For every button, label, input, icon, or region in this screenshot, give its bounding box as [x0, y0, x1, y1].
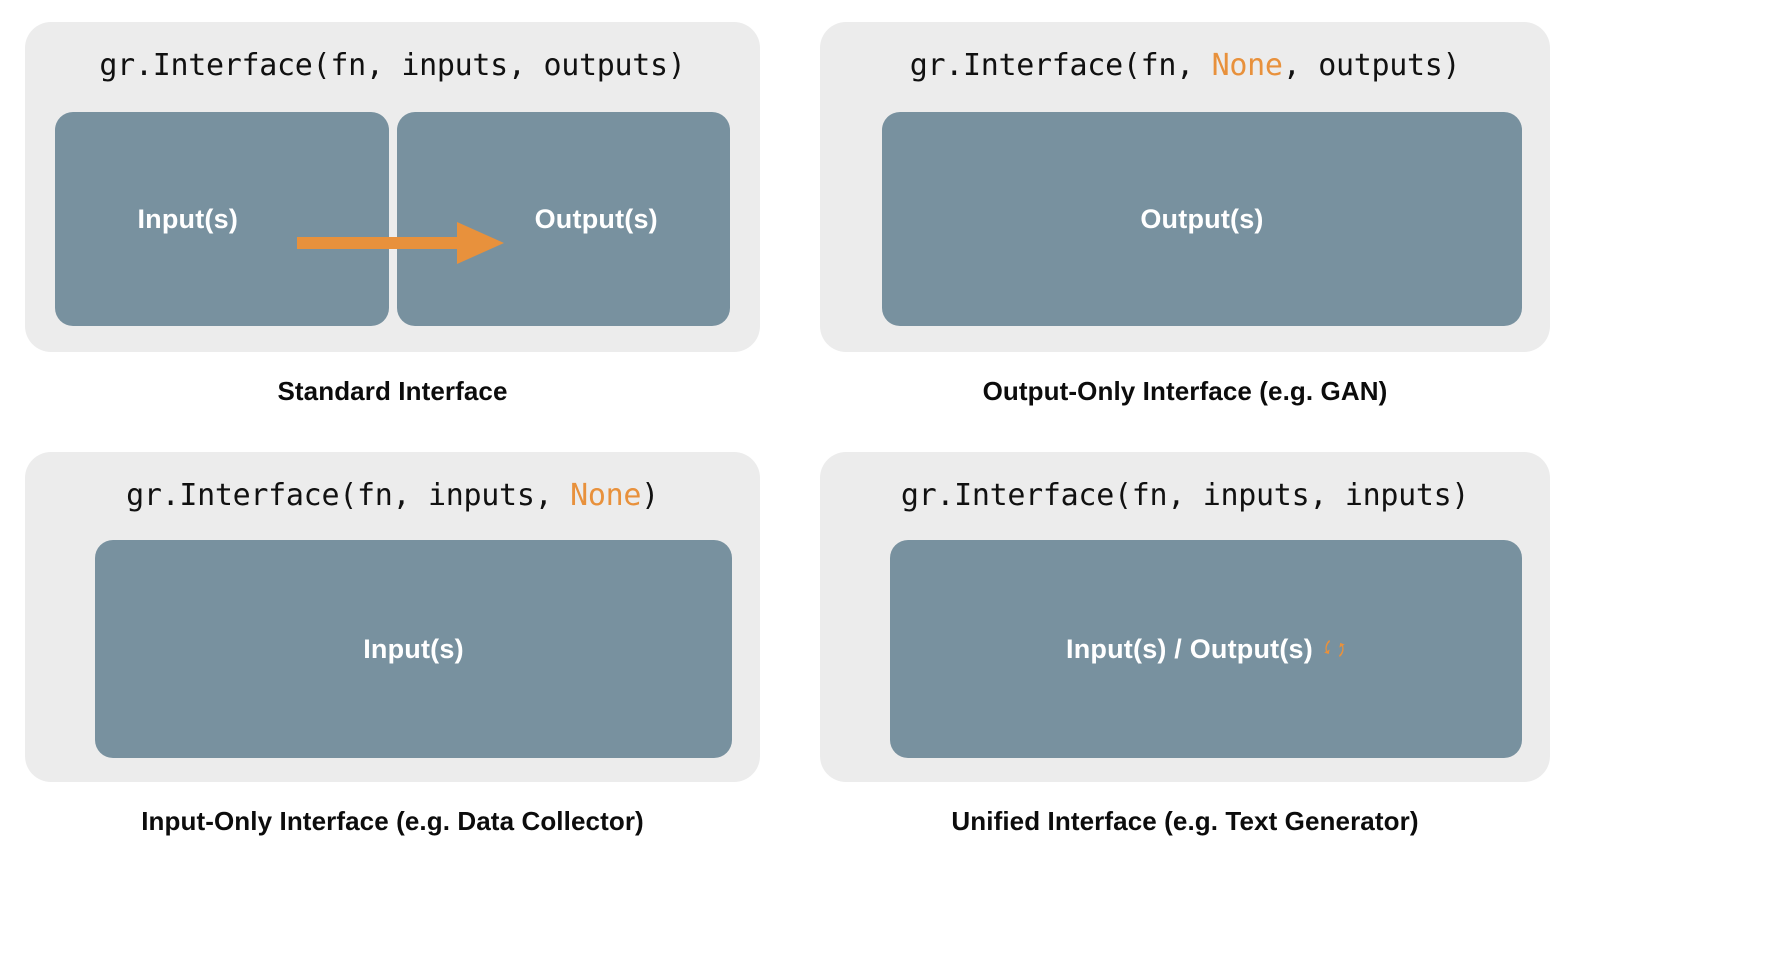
code-signature: gr.Interface(fn, inputs, outputs): [25, 22, 760, 81]
io-box-group: Input(s) / Output(s): [890, 540, 1522, 758]
input-box[interactable]: Input(s): [55, 112, 389, 326]
sync-icon: [1324, 639, 1345, 657]
input-box-label: Input(s): [363, 633, 464, 664]
unified-io-box[interactable]: Input(s) / Output(s): [890, 540, 1522, 758]
panel-output-only-interface: gr.Interface(fn, None, outputs) Output(s…: [820, 22, 1550, 407]
code-signature: gr.Interface(fn, None, outputs): [820, 22, 1550, 81]
code-highlight: None: [1211, 48, 1283, 83]
code-signature: gr.Interface(fn, inputs, None): [25, 452, 760, 511]
code-part-1: gr.Interface(fn, inputs, inputs): [900, 478, 1470, 513]
code-part-2: ): [641, 478, 659, 513]
panel-caption: Input-Only Interface (e.g. Data Collecto…: [141, 806, 644, 836]
output-box[interactable]: Output(s): [396, 112, 730, 326]
panel-caption: Output-Only Interface (e.g. GAN): [982, 376, 1388, 406]
code-part-1: gr.Interface(fn, inputs, outputs): [99, 48, 686, 83]
panel-standard-interface: gr.Interface(fn, inputs, outputs) Input(…: [25, 22, 760, 407]
panel-caption: Unified Interface (e.g. Text Generator): [951, 806, 1419, 836]
panel-card: gr.Interface(fn, None, outputs) Output(s…: [820, 22, 1550, 352]
io-box-group: Output(s): [882, 112, 1522, 326]
code-part-2: , outputs): [1282, 48, 1461, 83]
unified-io-box-text: Input(s) / Output(s): [1066, 633, 1313, 664]
input-box-label: Input(s): [137, 203, 239, 234]
output-box[interactable]: Output(s): [882, 112, 1522, 326]
input-box[interactable]: Input(s): [95, 540, 732, 758]
unified-io-box-label: Input(s) / Output(s): [1066, 634, 1346, 665]
output-box-label: Output(s): [534, 203, 658, 234]
panel-input-only-interface: gr.Interface(fn, inputs, None) Input(s) …: [25, 452, 760, 837]
output-box-label: Output(s): [1140, 203, 1264, 234]
panel-unified-interface: gr.Interface(fn, inputs, inputs) Input(s…: [820, 452, 1550, 837]
code-part-1: gr.Interface(fn,: [909, 48, 1212, 83]
io-box-group: Input(s) Output(s): [55, 112, 730, 326]
code-highlight: None: [570, 478, 642, 513]
panel-card: gr.Interface(fn, inputs, None) Input(s): [25, 452, 760, 782]
panel-card: gr.Interface(fn, inputs, inputs) Input(s…: [820, 452, 1550, 782]
io-box-group: Input(s): [95, 540, 732, 758]
panel-caption: Standard Interface: [277, 376, 508, 406]
code-signature: gr.Interface(fn, inputs, inputs): [820, 452, 1550, 511]
panel-card: gr.Interface(fn, inputs, outputs) Input(…: [25, 22, 760, 352]
code-part-1: gr.Interface(fn, inputs,: [126, 478, 571, 513]
